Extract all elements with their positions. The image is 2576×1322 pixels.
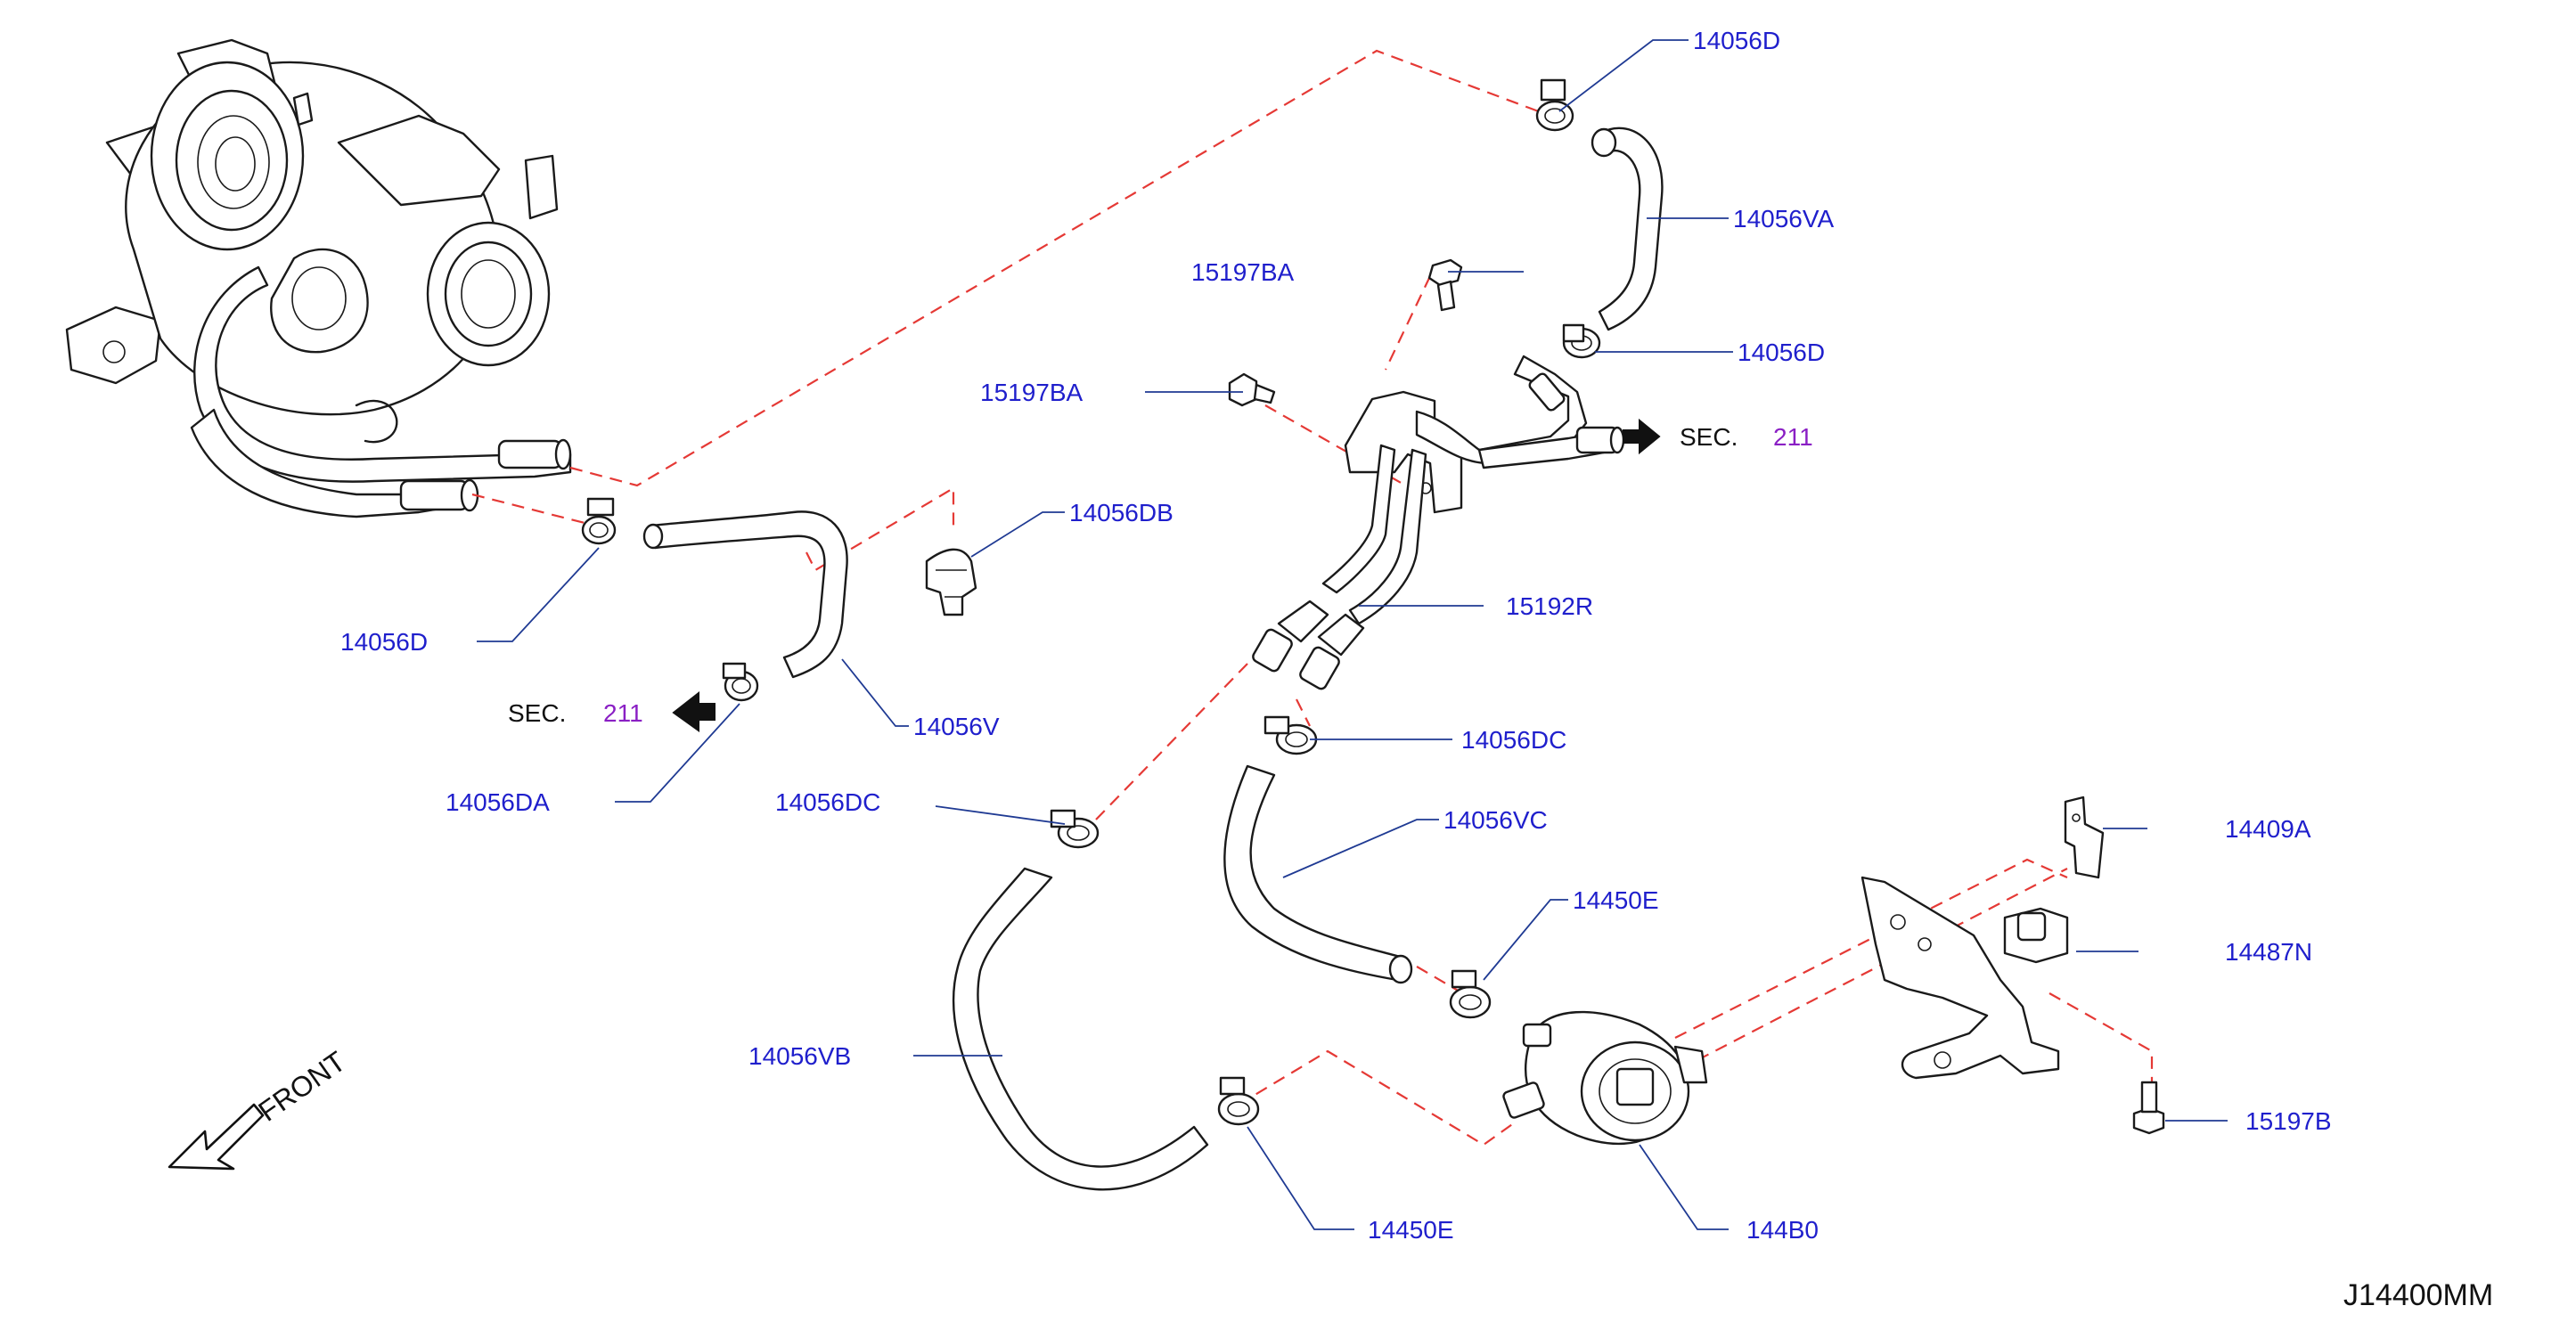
turbocharger-drawing (65, 38, 572, 518)
pump-144b0-drawing (1502, 1010, 1708, 1146)
part-label-15192r: 15192R (1506, 592, 1593, 620)
section-arrow-left-icon (672, 690, 716, 732)
part-label-144b0: 144B0 (1746, 1216, 1819, 1244)
section-reference-right: SEC. 211 (1680, 423, 1813, 451)
hose-14056v-drawing (642, 510, 848, 679)
clamp-14450e-top-drawing (1449, 969, 1492, 1019)
part-labels: 14056D 14056VA 14056D 15197BA 15197BA 14… (340, 27, 2332, 1244)
part-label-14056d-left: 14056D (340, 628, 428, 656)
part-label-15197ba-top: 15197BA (1191, 258, 1295, 286)
section-number-left: 211 (603, 699, 643, 727)
part-label-14409a: 14409A (2225, 815, 2311, 843)
part-label-14056d-mid: 14056D (1738, 339, 1825, 366)
diagram-code: J14400MM (2343, 1278, 2493, 1312)
section-label-right: SEC. (1680, 423, 1738, 451)
clamp-14056d-top-drawing (1535, 78, 1574, 132)
part-label-14056dc-left: 14056DC (775, 788, 880, 816)
clip-14056db-drawing (925, 548, 977, 616)
clamp-14056dc-right-drawing (1263, 715, 1318, 755)
part-label-14056vb: 14056VB (748, 1042, 851, 1070)
clip-14409a-drawing (2064, 796, 2105, 879)
clamp-14056dc-left-drawing (1050, 809, 1100, 849)
bolt-15197ba-left-drawing (1228, 372, 1276, 407)
leader-lines (477, 39, 2228, 1230)
hose-14056vc-drawing (1223, 764, 1413, 984)
part-label-14450e-bottom: 14450E (1368, 1216, 1454, 1244)
clamp-14056da-drawing (722, 662, 759, 702)
part-label-14450e-top: 14450E (1573, 886, 1659, 914)
bolt-15197b-drawing (2132, 1081, 2165, 1135)
part-label-14056da: 14056DA (446, 788, 550, 816)
section-reference-left: SEC. 211 (508, 699, 643, 727)
part-label-15197b: 15197B (2245, 1107, 2332, 1135)
part-label-14056vc: 14056VC (1443, 806, 1548, 834)
part-label-14056v: 14056V (913, 713, 1000, 740)
part-label-14056va: 14056VA (1733, 205, 1834, 233)
clamp-14056d-left-drawing (581, 497, 617, 545)
part-label-14487n: 14487N (2225, 938, 2312, 966)
bracket-14487n-drawing (1860, 876, 2069, 1080)
part-label-14056dc-right: 14056DC (1461, 726, 1566, 754)
part-label-14056d-top: 14056D (1693, 27, 1780, 54)
section-number-right: 211 (1773, 423, 1813, 451)
front-arrow-icon (168, 1103, 265, 1171)
clamp-14450e-bottom-drawing (1217, 1076, 1260, 1126)
part-label-15197ba-left: 15197BA (980, 379, 1084, 406)
hose-14056vb-drawing (952, 867, 1209, 1191)
section-arrow-right-icon (1623, 418, 1661, 455)
clamp-14056d-mid-drawing (1562, 323, 1601, 359)
part-label-14056db: 14056DB (1069, 499, 1174, 526)
bolt-15197ba-top-drawing (1427, 258, 1463, 312)
section-label-left: SEC. (508, 699, 566, 727)
front-label: FRONT (252, 1045, 351, 1128)
pipe-assembly-15192r-drawing (1252, 355, 1625, 690)
hose-14056va-drawing (1591, 126, 1664, 331)
